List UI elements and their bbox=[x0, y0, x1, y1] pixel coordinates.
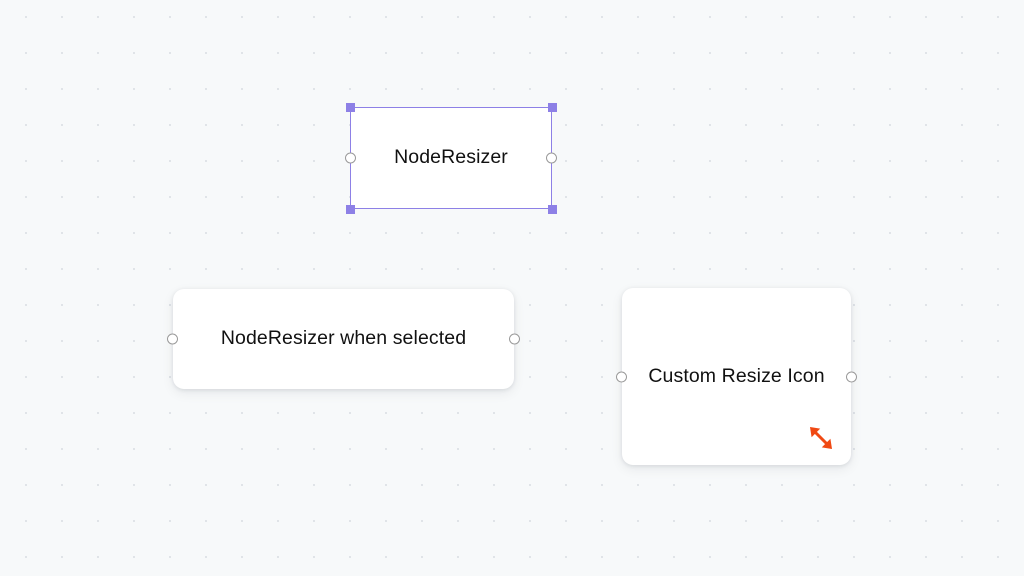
target-handle-left[interactable] bbox=[167, 333, 178, 345]
resize-line-left[interactable] bbox=[347, 108, 355, 208]
resize-handle-bottom-left[interactable] bbox=[345, 204, 355, 214]
node-label: NodeResizer bbox=[394, 146, 508, 169]
resize-handle-top-left[interactable] bbox=[345, 102, 355, 112]
resize-line-top[interactable] bbox=[351, 104, 551, 112]
target-handle-left[interactable] bbox=[616, 371, 627, 382]
source-handle-right[interactable] bbox=[846, 371, 857, 382]
resize-line-right[interactable] bbox=[547, 108, 555, 208]
target-handle-left[interactable] bbox=[345, 152, 356, 164]
node-label: NodeResizer when selected bbox=[220, 327, 467, 350]
source-handle-right[interactable] bbox=[546, 152, 557, 164]
resize-handle-top-right[interactable] bbox=[547, 102, 557, 112]
node-resizer-selected[interactable]: NodeResizer bbox=[345, 102, 557, 214]
resize-line-bottom[interactable] bbox=[351, 204, 551, 212]
node-label: Custom Resize Icon bbox=[648, 364, 825, 387]
resize-handle-bottom-right[interactable] bbox=[547, 204, 557, 214]
diagonal-resize-arrow-icon[interactable] bbox=[805, 422, 837, 454]
source-handle-right[interactable] bbox=[509, 333, 520, 345]
node-resizer-when-selected[interactable]: NodeResizer when selected bbox=[167, 289, 520, 389]
node-custom-resize-icon[interactable]: Custom Resize Icon bbox=[616, 288, 857, 465]
